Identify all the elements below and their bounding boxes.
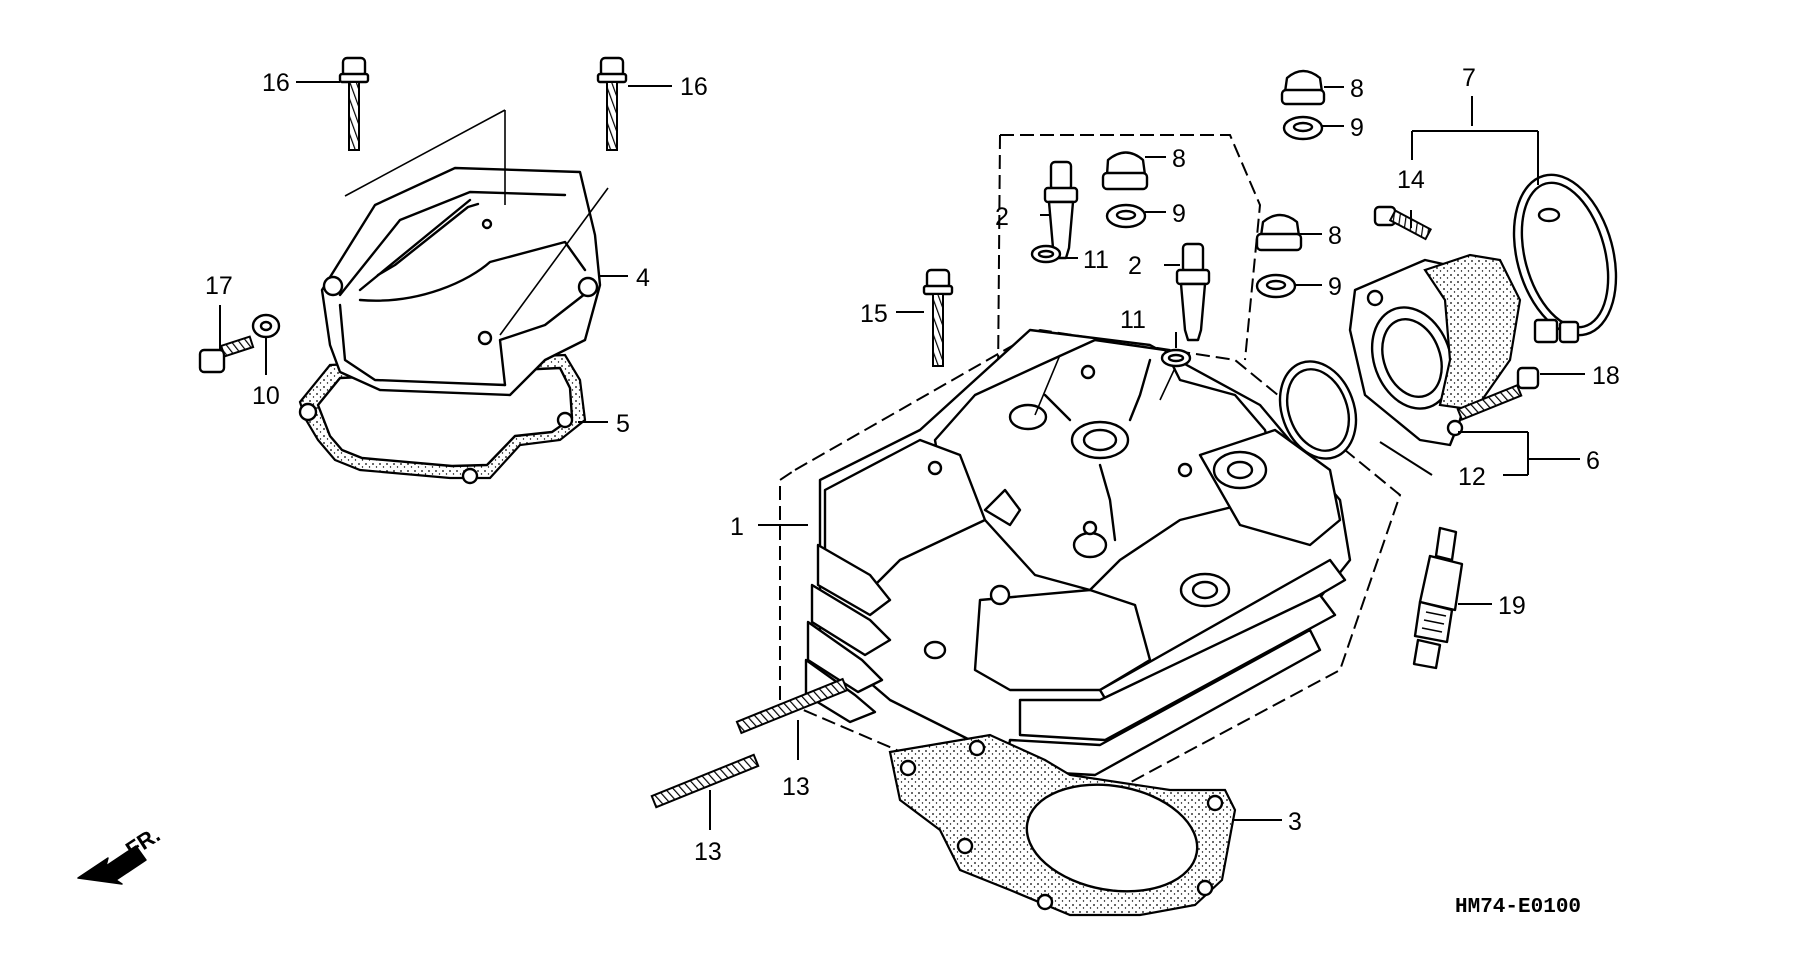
cylinder-head-gasket-3 <box>888 733 1237 917</box>
stud-bolt-13-upper <box>735 677 849 735</box>
callout-9-lower: 9 <box>1328 273 1342 301</box>
band-7 <box>1512 173 1618 344</box>
callout-14: 14 <box>1397 166 1425 194</box>
cylinder-head-cover <box>298 109 609 485</box>
callout-2-left: 2 <box>995 203 1009 231</box>
washer-10 <box>251 313 281 339</box>
screw-14 <box>1373 205 1433 241</box>
callout-11-right: 11 <box>1120 306 1146 334</box>
bolt-15 <box>922 268 954 367</box>
callout-8-middle: 8 <box>1172 145 1186 173</box>
callout-1: 1 <box>730 513 744 541</box>
washer-9-lower <box>1255 273 1297 299</box>
leader-lines <box>219 81 1585 830</box>
clip-11-left <box>1030 244 1062 264</box>
valve-guide-2-left <box>1043 160 1079 260</box>
callout-15: 15 <box>860 300 888 328</box>
callout-16-right: 16 <box>680 73 708 101</box>
guide-line <box>1034 354 1061 416</box>
bolt-16-left <box>338 56 370 151</box>
callout-7: 7 <box>1462 64 1476 92</box>
callout-13-lower: 13 <box>694 838 722 866</box>
callout-5: 5 <box>616 410 630 438</box>
front-arrow-icon: FR. <box>77 822 164 885</box>
stud-bolt-13-lower <box>650 753 760 809</box>
cap-nut-8-middle <box>1101 151 1149 191</box>
callout-labels: 16 16 4 5 17 10 1 2 2 11 11 15 8 9 8 9 8… <box>205 64 1620 866</box>
intake-pipe-6 <box>1348 253 1522 447</box>
cap-nut-8-lower <box>1255 213 1303 252</box>
callout-9-top: 9 <box>1350 114 1364 142</box>
callout-19: 19 <box>1498 592 1526 620</box>
callout-2-right: 2 <box>1128 252 1142 280</box>
valve-guide-2-right <box>1175 242 1211 342</box>
callout-4: 4 <box>636 264 650 292</box>
callout-13-upper: 13 <box>782 773 810 801</box>
washer-9-top <box>1282 115 1324 141</box>
callout-10: 10 <box>252 382 280 410</box>
callout-11-left: 11 <box>1083 246 1109 274</box>
guide-line <box>1159 367 1176 401</box>
bolt-16-right <box>596 56 628 151</box>
callout-16-left: 16 <box>262 69 290 97</box>
callout-6: 6 <box>1586 447 1600 475</box>
drawing-code: HM74-E0100 <box>1455 896 1581 919</box>
cylinder-head <box>779 134 1402 822</box>
washer-9-middle <box>1105 203 1147 229</box>
cap-nut-8-top <box>1280 69 1326 106</box>
bolt-17 <box>198 335 255 374</box>
callout-8-top: 8 <box>1350 75 1364 103</box>
callout-8-lower: 8 <box>1328 222 1342 250</box>
callout-17: 17 <box>205 272 233 300</box>
o-ring-12 <box>1278 360 1358 460</box>
callout-12: 12 <box>1458 463 1486 491</box>
spark-plug-19 <box>1412 526 1464 670</box>
clip-11-right <box>1160 348 1192 368</box>
callout-18: 18 <box>1592 362 1620 390</box>
callout-9-middle: 9 <box>1172 200 1186 228</box>
screw-18 <box>1456 366 1540 421</box>
callout-3: 3 <box>1288 808 1302 836</box>
